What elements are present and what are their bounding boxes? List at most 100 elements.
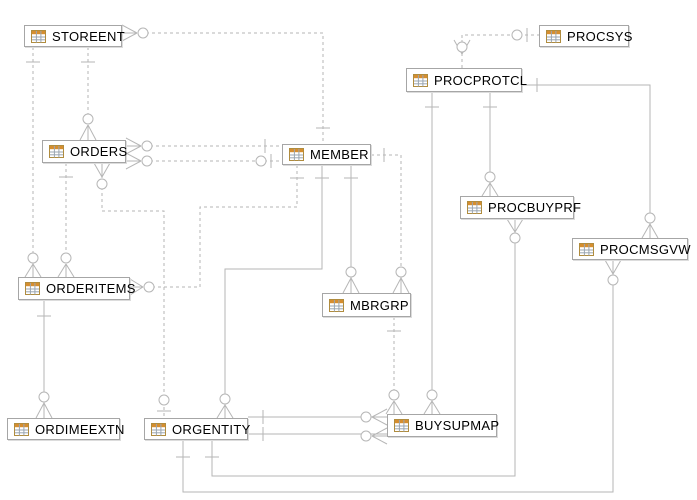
table-icon <box>546 29 561 43</box>
entity-label: ORGENTITY <box>172 421 251 437</box>
cardinality-optional-circle <box>82 113 94 125</box>
entity-label: PROCPROTCL <box>434 72 528 88</box>
connection-ORGENTITY-BUYSUPMAP <box>248 408 388 426</box>
entity-label: STOREENT <box>52 28 125 44</box>
entity-ordimeextn[interactable]: ORDIMEEXTN <box>7 418 124 440</box>
connection-PROCPROTCL-PROCBUYPRF <box>481 92 499 197</box>
entity-label: PROCMSGVW <box>600 241 691 257</box>
connection-STOREENT-MEMBER <box>121 24 330 144</box>
connection-MEMBER-ORGENTITY <box>216 165 329 419</box>
crowfoot-many-marker <box>385 400 403 415</box>
connection-ORDERS-ORDERITEMS <box>57 163 75 278</box>
entity-label: ORDERS <box>70 144 128 159</box>
cardinality-optional-circle <box>158 394 170 406</box>
table-icon <box>25 282 40 295</box>
entity-label: MEMBER <box>310 147 369 162</box>
entity-procprotcl[interactable]: PROCPROTCL <box>406 68 527 92</box>
crowfoot-many-marker <box>216 404 234 419</box>
crowfoot-many-marker <box>79 124 97 141</box>
table-icon <box>467 201 482 214</box>
crowfoot-many-marker <box>342 277 360 294</box>
crowfoot-many-marker <box>423 400 441 415</box>
connection-MEMBER-MBRGRP <box>371 148 410 294</box>
table-icon <box>14 422 29 436</box>
crowfoot-many-marker <box>481 182 499 197</box>
connection-PROCPROTCL-PROCMSGVW <box>522 78 659 239</box>
cardinality-optional-circle <box>27 252 39 264</box>
cardinality-optional-circle <box>141 155 153 167</box>
cardinality-optional-circle <box>388 389 400 401</box>
table-icon <box>394 419 409 432</box>
crowfoot-many-marker <box>35 402 53 419</box>
table-icon <box>329 298 344 312</box>
entity-mbrgrp[interactable]: MBRGRP <box>322 293 411 317</box>
entity-procmsgvw[interactable]: PROCMSGVW <box>572 238 691 260</box>
crowfoot-many-marker <box>93 162 111 178</box>
cardinality-optional-circle <box>360 411 372 423</box>
cardinality-optional-circle <box>484 171 496 183</box>
entity-label: ORDIMEEXTN <box>35 421 125 437</box>
crowfoot-many-marker <box>604 259 622 275</box>
connection-STOREENT-ORDERS <box>79 47 97 141</box>
connection-STOREENT-ORDERITEMS <box>24 47 42 278</box>
cardinality-optional-circle <box>607 274 619 286</box>
crowfoot-many-marker <box>125 137 142 155</box>
cardinality-optional-circle <box>345 266 357 278</box>
entity-label: BUYSUPMAP <box>415 418 500 433</box>
cardinality-optional-circle <box>360 430 372 442</box>
entity-procsys[interactable]: PROCSYS <box>539 25 632 47</box>
entity-procbuyprf[interactable]: PROCBUYPRF <box>460 196 581 219</box>
connection-ORGENTITY-BUYSUPMAP <box>248 427 388 445</box>
cardinality-optional-circle <box>137 27 149 39</box>
cardinality-optional-circle <box>255 155 267 167</box>
connection-MBRGRP-BUYSUPMAP <box>385 317 403 415</box>
table-icon <box>413 73 428 87</box>
cardinality-optional-circle <box>509 232 521 244</box>
connection-ORDERS-ORGENTITY <box>93 162 171 418</box>
connection-ORDERS-MEMBER <box>125 137 282 155</box>
cardinality-optional-circle <box>644 212 656 224</box>
connection-PROCPROTCL-BUYSUPMAP <box>423 92 441 415</box>
crowfoot-many-marker <box>121 24 138 42</box>
connection-ORDERS-MEMBER <box>125 152 282 170</box>
cardinality-optional-circle <box>426 389 438 401</box>
crowfoot-many-marker <box>506 218 524 233</box>
cardinality-optional-circle <box>60 252 72 264</box>
crowfoot-many-marker <box>371 408 388 426</box>
cardinality-optional-circle <box>141 140 153 152</box>
entity-orders[interactable]: ORDERS <box>42 140 128 163</box>
table-icon <box>49 145 64 158</box>
cardinality-optional-circle <box>511 29 523 41</box>
table-icon <box>579 242 594 256</box>
crowfoot-many-marker <box>125 152 142 170</box>
cardinality-optional-circle <box>96 178 108 190</box>
crowfoot-many-marker <box>24 263 42 278</box>
crowfoot-many-marker <box>371 427 388 445</box>
cardinality-optional-circle <box>395 266 407 278</box>
connection-MEMBER-ORDERITEMS <box>129 165 304 296</box>
cardinality-optional-circle <box>219 393 231 405</box>
connection-PROCPROTCL-PROCSYS <box>453 28 539 68</box>
cardinality-optional-circle <box>143 281 155 293</box>
entity-label: ORDERITEMS <box>46 281 136 296</box>
connection-ORGENTITY-PROCMSGVW <box>176 259 622 493</box>
cardinality-optional-circle <box>38 391 50 403</box>
table-icon <box>289 148 304 161</box>
entity-storeent[interactable]: STOREENT <box>24 25 125 47</box>
entity-label: PROCSYS <box>567 28 633 44</box>
entity-label: MBRGRP <box>350 297 409 313</box>
entity-orgentity[interactable]: ORGENTITY <box>144 418 251 440</box>
cardinality-optional-circle <box>456 41 468 53</box>
table-icon <box>31 29 46 43</box>
crowfoot-many-marker <box>392 277 410 294</box>
entity-buysupmap[interactable]: BUYSUPMAP <box>387 414 500 437</box>
connection-MEMBER-MBRGRP <box>342 165 360 294</box>
entity-member[interactable]: MEMBER <box>282 144 371 165</box>
entity-orderitems[interactable]: ORDERITEMS <box>18 277 135 300</box>
table-icon <box>151 422 166 436</box>
connection-ORGENTITY-PROCBUYPRF <box>205 218 524 477</box>
entity-label: PROCBUYPRF <box>488 200 582 215</box>
crowfoot-many-marker <box>129 278 144 296</box>
